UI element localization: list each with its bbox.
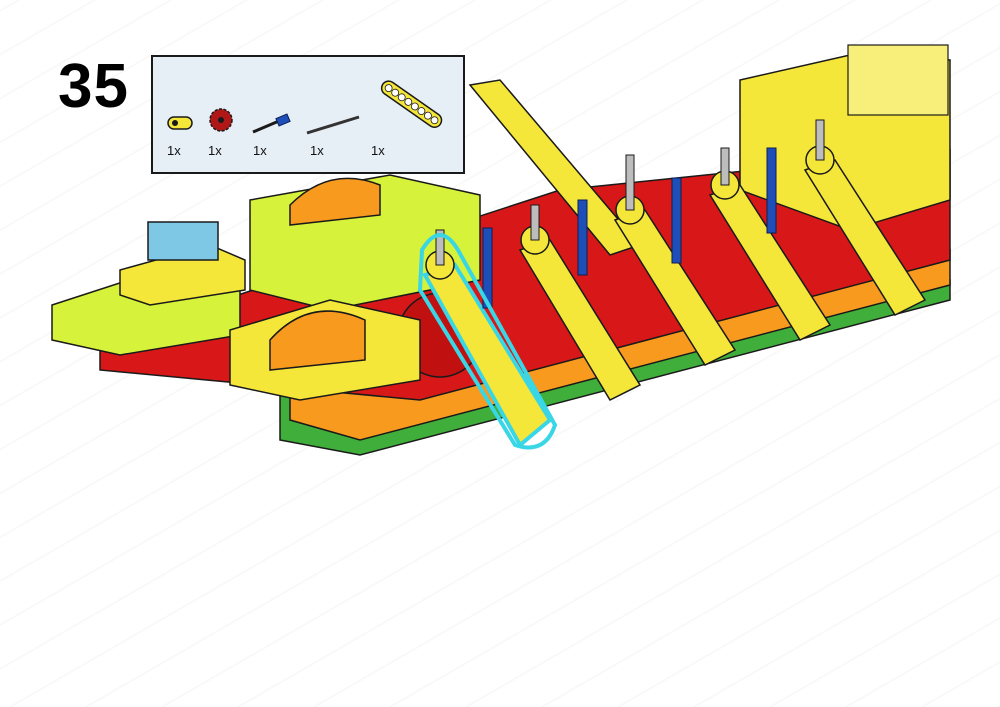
yellow-connector-icon — [167, 116, 193, 130]
gray-axles — [435, 119, 825, 266]
blue-axle-pin-icon — [252, 113, 291, 134]
qty-blue-axle-pin: 1x — [253, 143, 267, 158]
qty-yellow-connector: 1x — [167, 143, 181, 158]
orange-arch-lower — [269, 310, 366, 371]
qty-red-gear: 1x — [208, 143, 222, 158]
yellow-gear-top — [847, 44, 949, 116]
step-number: 35 — [58, 52, 129, 121]
red-gear-icon — [209, 108, 233, 132]
qty-black-axle: 1x — [310, 143, 324, 158]
parts-callout-box: 1x 1x 1x 1x 1x — [151, 55, 465, 174]
liftarm-3 — [613, 195, 737, 366]
cyan-tile — [147, 221, 219, 261]
new-part-highlight — [417, 233, 558, 450]
blue-axle-pins — [482, 147, 777, 309]
orange-arch — [289, 177, 381, 226]
black-axle-icon — [306, 115, 360, 135]
yellow-liftarm-icon — [380, 80, 443, 128]
qty-yellow-liftarm: 1x — [371, 143, 385, 158]
